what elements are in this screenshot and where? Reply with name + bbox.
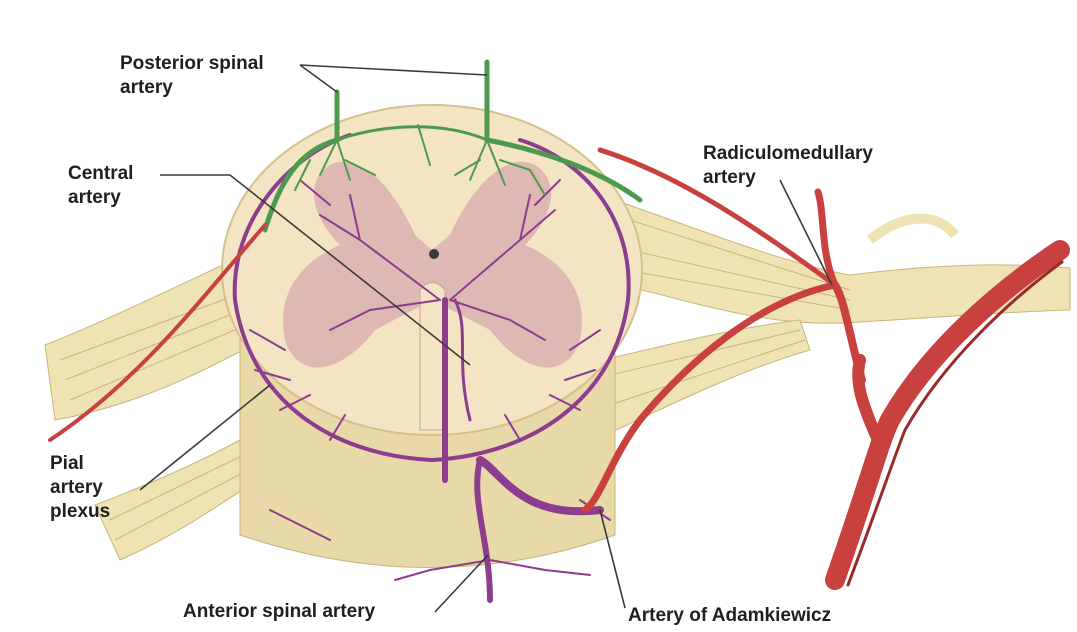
posterior-spinal-artery-vessels xyxy=(262,59,643,233)
radicular-arteries xyxy=(48,147,1070,590)
label-artery-of-adamkiewicz: Artery of Adamkiewicz xyxy=(628,605,832,626)
label-anterior-spinal-artery: Anterior spinal artery xyxy=(183,601,376,622)
label-central-artery: Central artery xyxy=(68,163,134,208)
label-pial-artery-plexus: Pial artery plexus xyxy=(50,453,111,522)
leader-radiculomedullary xyxy=(779,179,833,286)
leader-posterior-spinal-right xyxy=(299,64,488,76)
artist-signature: NETTER xyxy=(860,515,902,574)
label-radiculomedullary-artery: Radiculomedullary artery xyxy=(703,143,873,188)
right-nerve-roots xyxy=(579,199,1071,441)
leader-pial-plexus xyxy=(139,384,271,491)
cord-cross-section xyxy=(221,104,643,436)
label-posterior-spinal-artery: Posterior spinal artery xyxy=(120,53,264,98)
leader-lines xyxy=(139,64,833,613)
leader-anterior-spinal xyxy=(434,554,489,613)
leader-adamkiewicz xyxy=(599,509,626,609)
leader-posterior-spinal-left xyxy=(299,64,338,93)
leader-central-artery xyxy=(160,174,471,366)
